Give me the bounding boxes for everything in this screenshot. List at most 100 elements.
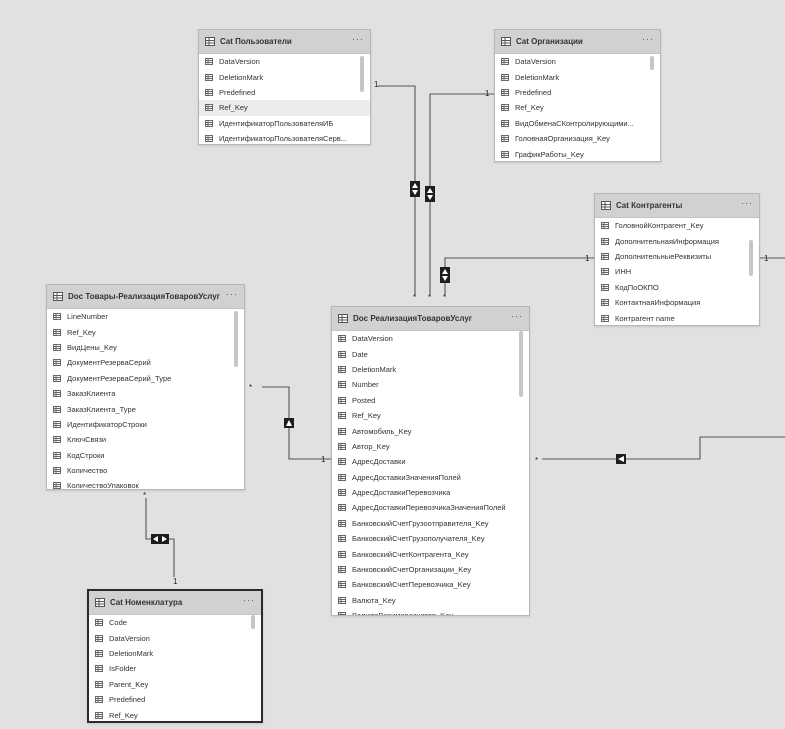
field-row[interactable]: КлючСвязи [47,432,244,447]
scrollbar[interactable] [650,56,654,70]
field-row[interactable]: Posted [332,393,529,408]
field-row[interactable]: DataVersion [495,54,660,69]
table-header[interactable]: Cat Контрагенты ··· [595,194,759,218]
field-row[interactable]: Ref_Key [332,408,529,423]
field-row[interactable]: ЗаказКлиента_Type [47,401,244,416]
field-row[interactable]: ИдентификаторПользователяИБ [199,116,370,131]
field-row[interactable]: Predefined [89,692,261,707]
table-header[interactable]: Cat Организации ··· [495,30,660,54]
field-row[interactable]: БанковскийСчетГрузополучателя_Key [332,531,529,546]
field-row[interactable]: ВалютаВзаиморасчетов_Key [332,608,529,615]
field-row[interactable]: ДокументРезерваСерий_Type [47,371,244,386]
field-row[interactable]: БанковскийСчетПеревозчика_Key [332,577,529,592]
field-row[interactable]: ГоловнойКонтрагент_Key [595,218,759,233]
cross-filter-single-icon[interactable] [284,418,294,428]
field-row[interactable]: DeletionMark [199,69,370,84]
field-row[interactable]: Автомобиль_Key [332,423,529,438]
more-options-button[interactable]: ··· [741,198,753,208]
field-row[interactable]: Ref_Key [495,100,660,115]
relationship-goods-sales[interactable] [262,386,331,460]
field-row[interactable]: ИдентификаторСтроки [47,417,244,432]
more-options-button[interactable]: ··· [226,289,238,299]
more-options-button[interactable]: ··· [511,311,523,321]
scrollbar[interactable] [360,56,364,92]
field-row[interactable]: Количество [47,463,244,478]
table-header[interactable]: Cat Номенклатура ··· [89,591,261,615]
field-row[interactable]: Code [89,615,261,630]
relationship-contractors-sales[interactable] [444,257,595,295]
scrollbar[interactable] [234,311,238,367]
field-row[interactable]: ДополнительныеРеквизиты [595,249,759,264]
field-row[interactable]: Валюта_Key [332,593,529,608]
field-row[interactable]: ИдентификаторПользователяСерв... [199,131,370,144]
table-card-contractors[interactable]: Cat Контрагенты ··· ГоловнойКонтрагент_K… [594,193,760,326]
field-row[interactable]: DataVersion [332,331,529,346]
scrollbar[interactable] [251,615,255,629]
field-row[interactable]: АдресДоставкиЗначенияПолей [332,470,529,485]
field-row[interactable]: КодПоОКПО [595,280,759,295]
field-row[interactable]: ЗаказКлиента [47,386,244,401]
field-row[interactable]: DataVersion [199,54,370,69]
field-row[interactable]: DeletionMark [89,646,261,661]
cross-filter-both-icon[interactable] [410,181,420,197]
field-row[interactable]: Контрагент name [595,310,759,325]
table-header[interactable]: Cat Пользователи ··· [199,30,370,54]
more-options-button[interactable]: ··· [352,34,364,44]
relationship-sales-offscreen[interactable] [542,436,785,460]
field-row[interactable]: Ref_Key [47,324,244,339]
field-row[interactable]: ГрафикРаботы_Key [495,146,660,161]
cross-filter-both-icon[interactable] [151,534,169,544]
field-row[interactable]: Predefined [199,85,370,100]
field-row[interactable]: ГоловнаяОрганизация_Key [495,131,660,146]
field-row[interactable]: Parent_Key [89,677,261,692]
scrollbar[interactable] [519,331,523,397]
field-row[interactable]: Predefined [495,85,660,100]
field-row[interactable]: АдресДоставки [332,454,529,469]
field-row[interactable]: Ref_Key [199,100,370,116]
field-row[interactable]: ВидОбменаСКонтролирующими... [495,116,660,131]
more-options-button[interactable]: ··· [243,595,255,605]
field-row[interactable]: КодСтроки [47,448,244,463]
field-row[interactable]: DataVersion [89,630,261,645]
field-row[interactable]: LineNumber [47,309,244,324]
field-row[interactable]: ДополнительнаяИнформация [595,233,759,248]
field-row[interactable]: БанковскийСчетКонтрагента_Key [332,546,529,561]
field-row[interactable]: DeletionMark [495,69,660,84]
more-options-button[interactable]: ··· [642,34,654,44]
cross-filter-both-icon[interactable] [425,186,435,202]
field-row[interactable]: АдресДоставкиПеревозчикаЗначенияПолей [332,500,529,515]
field-row[interactable]: Автор_Key [332,439,529,454]
table-header[interactable]: Doc РеализацияТоваровУслуг ··· [332,307,529,331]
table-header[interactable]: Doc Товары-РеализацияТоваровУслуг ··· [47,285,244,309]
field-row[interactable]: КонтактнаяИнформация [595,295,759,310]
field-row[interactable]: АдресДоставкиПеревозчика [332,485,529,500]
field-row[interactable]: БанковскийСчетГрузоотправителя_Key [332,516,529,531]
cross-filter-both-icon[interactable] [440,267,450,283]
field-row[interactable]: Number [332,377,529,392]
field-row[interactable]: КоличествоУпаковок [47,478,244,489]
field-row[interactable]: БанковскийСчетОрганизации_Key [332,562,529,577]
relationship-orgs-sales[interactable] [429,93,495,295]
scrollbar[interactable] [749,240,753,276]
field-row[interactable]: Ref_Key [89,707,261,721]
field-row[interactable]: ДокументРезерваСерий [47,355,244,370]
field-row[interactable]: ИНН [595,264,759,279]
field-row[interactable]: ВидЦены_Key [47,340,244,355]
cross-filter-single-icon[interactable] [616,454,626,464]
field-row[interactable]: Date [332,346,529,361]
table-card-sales[interactable]: Doc РеализацияТоваровУслуг ··· DataVersi… [331,306,530,616]
field-row[interactable]: DeletionMark [332,362,529,377]
table-card-goods-lines[interactable]: Doc Товары-РеализацияТоваровУслуг ··· Li… [46,284,245,490]
field-row[interactable]: IsFolder [89,661,261,676]
relationship-users-sales[interactable] [378,85,416,295]
